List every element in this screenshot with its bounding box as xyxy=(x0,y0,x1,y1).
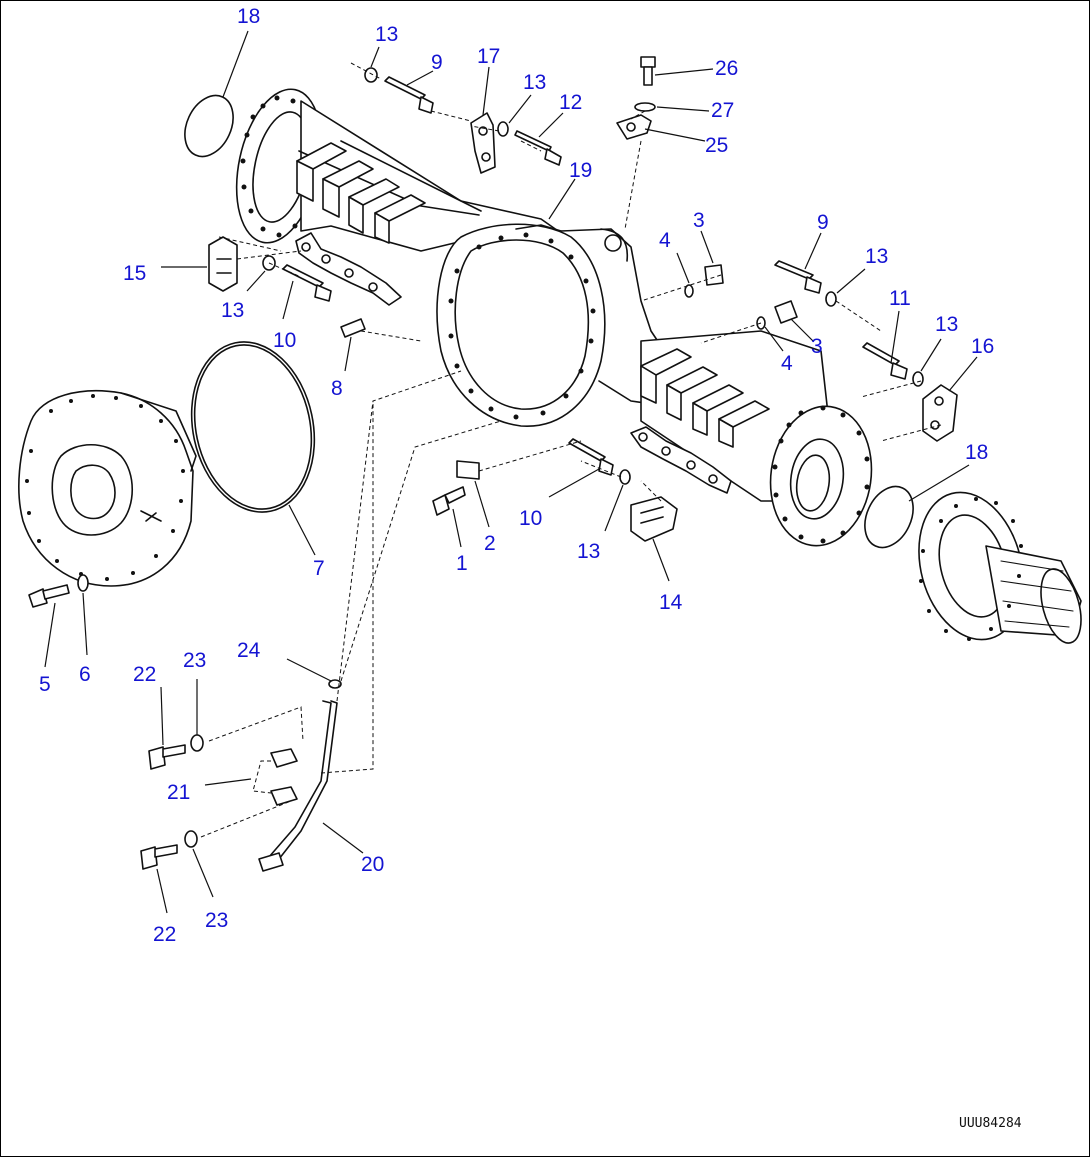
hardware xyxy=(28,56,958,872)
callout-4: 4 xyxy=(659,229,671,252)
callout-2: 2 xyxy=(484,532,496,555)
callout-20: 20 xyxy=(361,853,384,876)
callout-6: 6 xyxy=(79,663,91,686)
differential-carrier xyxy=(18,390,197,587)
callout-1: 1 xyxy=(456,552,468,575)
callout-21: 21 xyxy=(167,781,190,804)
callout-3: 3 xyxy=(693,209,705,232)
callout-22: 22 xyxy=(153,923,176,946)
callout-11: 11 xyxy=(889,287,911,310)
assembly-lines xyxy=(200,62,942,838)
callout-22: 22 xyxy=(133,663,156,686)
drawing-number: UUU84284 xyxy=(959,1116,1022,1131)
callout-4: 4 xyxy=(781,352,793,375)
axle-hub xyxy=(918,491,1082,644)
callout-18-bottom: 18 xyxy=(965,441,988,464)
callout-labels: 18 13 9 17 13 12 26 27 25 19 15 13 10 8 … xyxy=(39,5,994,946)
callout-13: 13 xyxy=(523,71,546,94)
callout-24: 24 xyxy=(237,639,261,662)
callout-17: 17 xyxy=(477,45,500,68)
o-ring-left xyxy=(184,94,234,158)
callout-26: 26 xyxy=(715,57,738,80)
callout-7: 7 xyxy=(313,557,325,580)
callout-leaders xyxy=(44,30,978,914)
callout-3: 3 xyxy=(811,335,823,358)
o-ring-right xyxy=(864,485,914,549)
callout-10: 10 xyxy=(519,507,542,530)
callout-8: 8 xyxy=(331,377,343,400)
housing-gasket xyxy=(190,341,316,513)
callout-27: 27 xyxy=(711,99,734,122)
callout-15: 15 xyxy=(123,262,146,285)
callout-19: 19 xyxy=(569,159,592,182)
callout-13: 13 xyxy=(577,540,600,563)
callout-12: 12 xyxy=(559,91,582,114)
callout-13: 13 xyxy=(375,23,398,46)
callout-25: 25 xyxy=(705,134,728,157)
callout-23: 23 xyxy=(183,649,206,672)
callout-16: 16 xyxy=(971,335,994,358)
callout-9: 9 xyxy=(817,211,829,234)
callout-13: 13 xyxy=(935,313,958,336)
callout-10: 10 xyxy=(273,329,296,352)
callout-13: 13 xyxy=(221,299,244,322)
axle-housing xyxy=(235,88,873,547)
callout-14: 14 xyxy=(659,591,683,614)
callout-18-top: 18 xyxy=(237,5,260,28)
callout-5: 5 xyxy=(39,673,51,696)
callout-13: 13 xyxy=(865,245,888,268)
callout-9: 9 xyxy=(431,51,443,74)
callout-23: 23 xyxy=(205,909,228,932)
